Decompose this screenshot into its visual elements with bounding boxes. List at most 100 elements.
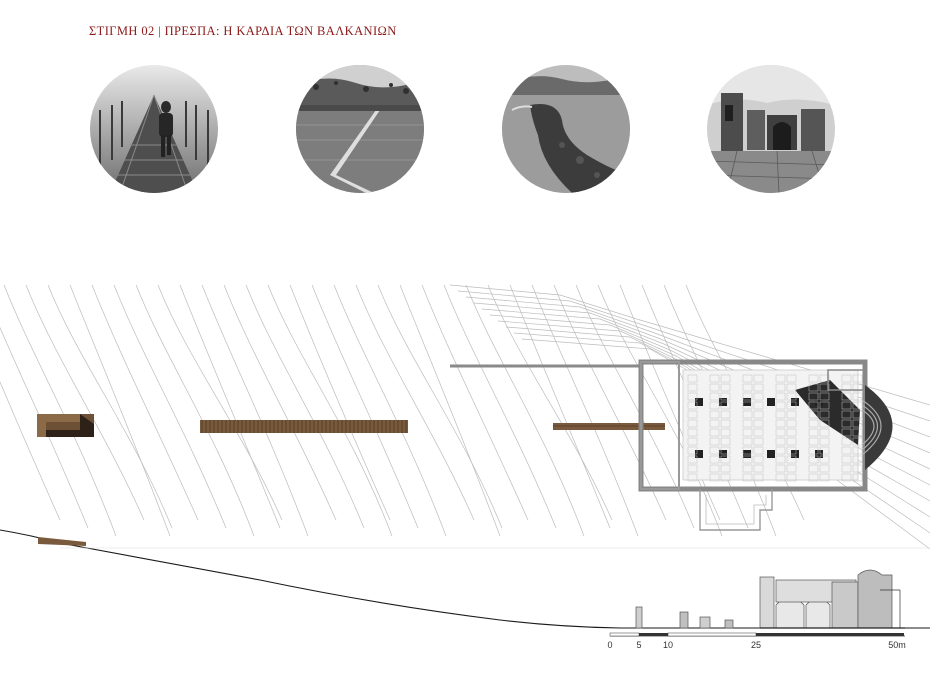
contour-line [3, 284, 117, 537]
basilica-section [635, 569, 905, 629]
paving-stone [720, 401, 731, 410]
paving-stone [808, 446, 819, 455]
paving-stone [852, 455, 863, 464]
paving-stone [841, 473, 852, 482]
paving-stone [775, 428, 786, 437]
paving-stone [819, 473, 830, 482]
scale-label-0: 0 [607, 640, 612, 650]
contour-line [443, 284, 557, 529]
paving-stone [753, 419, 764, 428]
contour-line [311, 284, 419, 529]
contour-line [157, 284, 283, 521]
paving-stone [841, 446, 852, 455]
paving-stone [775, 446, 786, 455]
contour-line [355, 284, 475, 521]
paving-stone [852, 392, 863, 401]
paving-stone [720, 446, 731, 455]
paving-stone [775, 473, 786, 482]
paving-stone [753, 464, 764, 473]
paving-stone [709, 410, 720, 419]
contour-line [377, 284, 503, 529]
paving-stone [775, 401, 786, 410]
contour-line [531, 284, 639, 537]
paving-stone [852, 383, 863, 392]
paving-stone [808, 455, 819, 464]
paving-stone [819, 383, 830, 392]
paving-stone [753, 446, 764, 455]
contour-line [113, 284, 227, 529]
paving-stone [742, 401, 753, 410]
paving-stone [720, 464, 731, 473]
paving-stone [786, 446, 797, 455]
paving-stone [775, 392, 786, 401]
paving-stone [808, 464, 819, 473]
paving-stone [808, 419, 819, 428]
contour-line [201, 284, 309, 537]
paving-stone [753, 410, 764, 419]
column [767, 398, 775, 406]
paving-stone [808, 410, 819, 419]
paving-stone [852, 374, 863, 383]
paving-stone [775, 455, 786, 464]
paving-stone [742, 464, 753, 473]
paving-stone [841, 392, 852, 401]
paving-stone [720, 383, 731, 392]
paving-stone [753, 473, 764, 482]
paving-stone [687, 401, 698, 410]
paving-stone [687, 455, 698, 464]
scale-label-25: 25 [751, 640, 761, 650]
paving-stone [720, 392, 731, 401]
paving-stone [742, 473, 753, 482]
paving-stone [709, 428, 720, 437]
paving-stone [852, 446, 863, 455]
paving-stone [709, 446, 720, 455]
paving-stone [742, 455, 753, 464]
contour-line [245, 284, 365, 529]
column [767, 450, 775, 458]
timber-boardwalk-middle [200, 420, 408, 433]
paving-stone [841, 464, 852, 473]
paving-stone [852, 428, 863, 437]
paving-stone [709, 383, 720, 392]
column [815, 450, 823, 458]
contour-line [509, 284, 611, 529]
paving-stone [709, 473, 720, 482]
paving-stone [742, 392, 753, 401]
column [815, 398, 823, 406]
paving-stone [753, 374, 764, 383]
island-aerial-photo [502, 65, 630, 193]
paving-stone [687, 446, 698, 455]
contour-line [267, 284, 393, 537]
column [695, 398, 703, 406]
paving-stone [786, 392, 797, 401]
paving-stone [687, 437, 698, 446]
paving-stone [753, 455, 764, 464]
paving-stone [775, 437, 786, 446]
paving-stone [709, 437, 720, 446]
timber-pier-east [553, 423, 665, 430]
contour-line [399, 284, 501, 537]
paving-stone [775, 374, 786, 383]
paving-stone [786, 437, 797, 446]
paving-stone [753, 401, 764, 410]
paving-stone [687, 473, 698, 482]
paving-stone [808, 473, 819, 482]
paving-stone [775, 410, 786, 419]
paving-stone [753, 437, 764, 446]
paving-stone [819, 455, 830, 464]
scale-label-10: 10 [663, 640, 673, 650]
paving-stone [819, 374, 830, 383]
paving-stone [808, 437, 819, 446]
paving-stone [786, 464, 797, 473]
paving-stone [841, 374, 852, 383]
paving-stone [709, 464, 720, 473]
paving-stone [852, 473, 863, 482]
paving-stone [709, 374, 720, 383]
paving-stone [720, 419, 731, 428]
boardwalk-photo [90, 65, 218, 193]
paving-stone [687, 383, 698, 392]
paving-stone [808, 383, 819, 392]
scale-label-5: 5 [636, 640, 641, 650]
paving-stone [720, 374, 731, 383]
paving-stone [841, 410, 852, 419]
